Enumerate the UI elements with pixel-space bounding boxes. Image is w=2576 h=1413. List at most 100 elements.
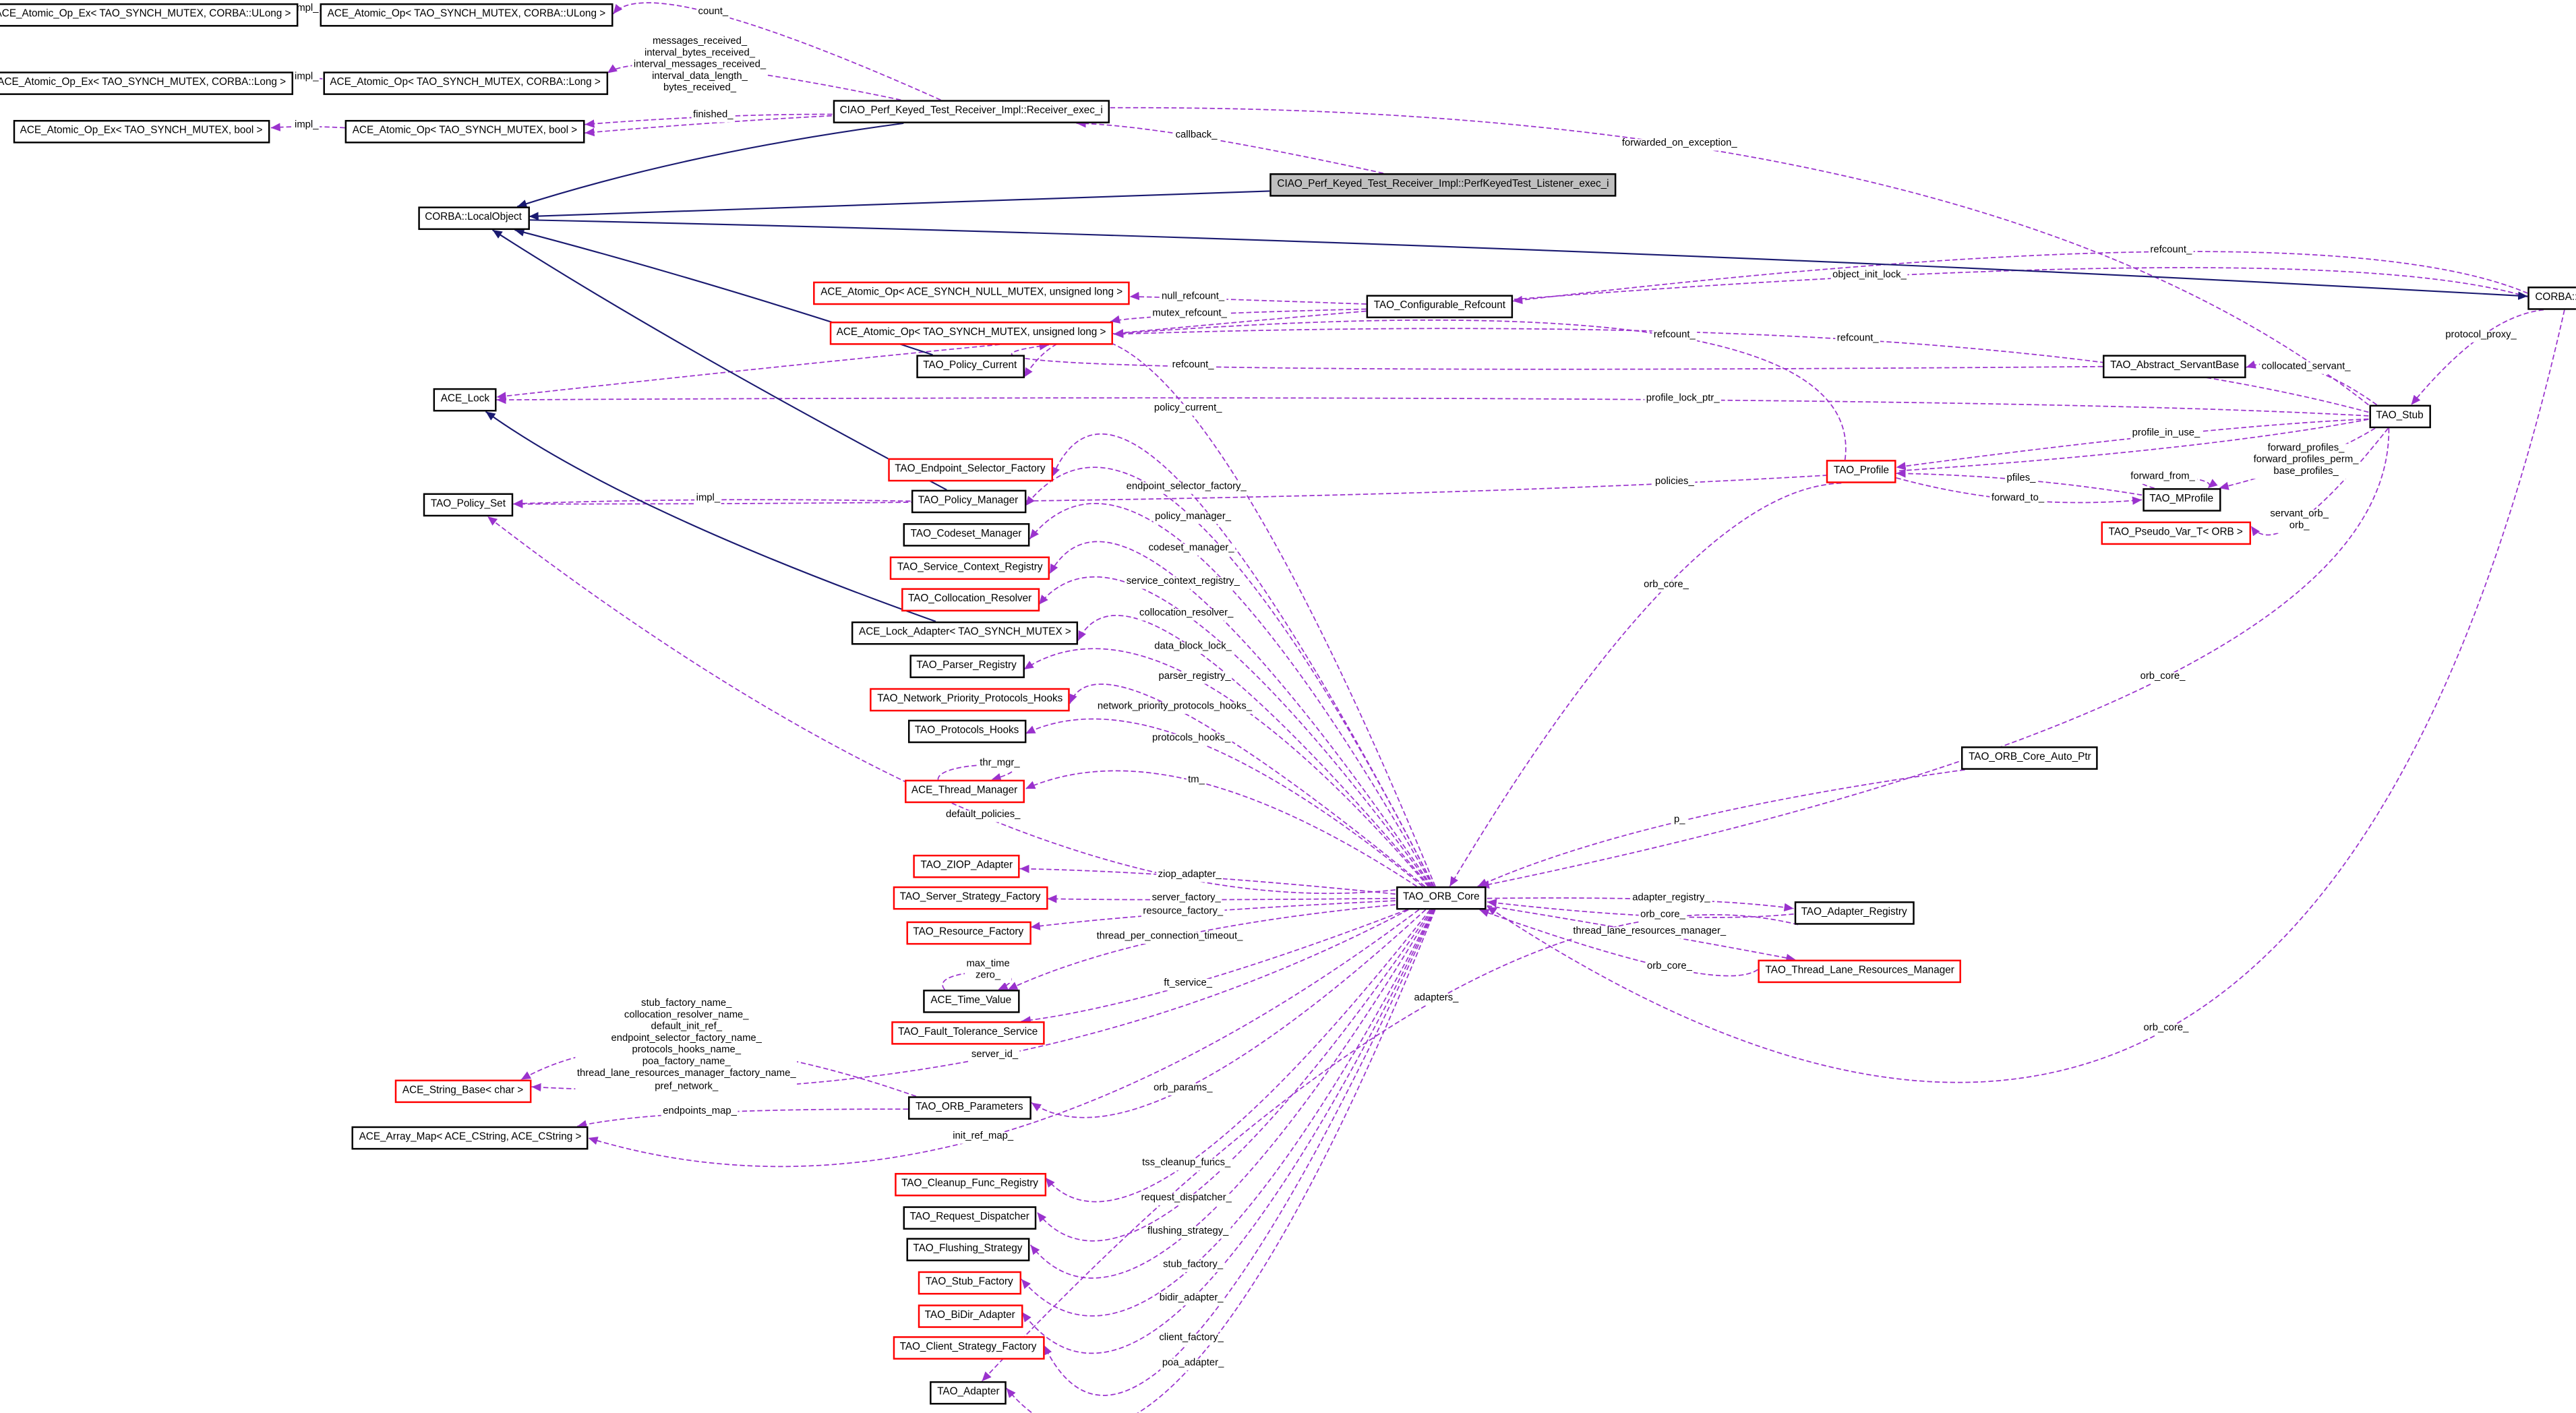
- class-node-ace-atomic-op-ulong[interactable]: ACE_Atomic_Op< TAO_SYNCH_MUTEX, CORBA::U…: [320, 3, 613, 26]
- edge-tao-orb-core-ace-lock-adapter: [1077, 615, 1431, 887]
- class-node-ace-string-base-char: ACE_String_Base< char >: [394, 1079, 531, 1103]
- edge-label-adapters: adapters_: [1412, 994, 1460, 1006]
- edge-label-init-ref-map: init_ref_map_: [951, 1132, 1015, 1144]
- class-node-tao-network-priority-protocols-hooks: TAO_Network_Priority_Protocols_Hooks: [870, 688, 1071, 711]
- class-node-tao-flushing-strategy[interactable]: TAO_Flushing_Strategy: [905, 1238, 1030, 1261]
- edge-tao-policy-manager-corba-localobject: [492, 229, 947, 491]
- class-node-tao-request-dispatcher[interactable]: TAO_Request_Dispatcher: [902, 1206, 1037, 1230]
- edge-tao-orb-parameters-ace-array-map: [576, 1108, 908, 1129]
- edge-ace-atomic-op-bool-ace-atomic-op-ex-bool: [270, 123, 345, 131]
- class-node-tao-thread-lane-resources-manager: TAO_Thread_Lane_Resources_Manager: [1758, 959, 1962, 983]
- class-node-tao-bidir-adapter: TAO_BiDir_Adapter: [917, 1304, 1023, 1328]
- class-node-tao-stub[interactable]: TAO_Stub: [2368, 404, 2431, 428]
- edge-label-tss-cleanup-funcs: tss_cleanup_funcs_: [1140, 1158, 1232, 1171]
- edge-label-forward-from: forward_from_: [2128, 472, 2197, 485]
- class-node-tao-orb-core-auto-ptr[interactable]: TAO_ORB_Core_Auto_Ptr: [1960, 746, 2099, 770]
- class-node-tao-ziop-adapter: TAO_ZIOP_Adapter: [913, 854, 1021, 878]
- class-node-tao-configurable-refcount[interactable]: TAO_Configurable_Refcount: [1366, 295, 1514, 318]
- class-node-ace-atomic-op-bool[interactable]: ACE_Atomic_Op< TAO_SYNCH_MUTEX, bool >: [345, 119, 585, 143]
- edge-label-refcount: refcount_: [1652, 330, 1698, 342]
- edge-label-impl: impl_: [293, 72, 320, 84]
- edge-tao-stub-tao-pseudo-var-t-orb: [2250, 427, 2389, 537]
- class-node-tao-codeset-manager[interactable]: TAO_Codeset_Manager: [903, 523, 1029, 546]
- edge-label-default-policies: default_policies_: [944, 810, 1022, 822]
- edge-tao-orb-core-tao-cleanup-func-registry: [1045, 909, 1431, 1203]
- class-node-ace-atomic-op-ex-ulong[interactable]: ACE_Atomic_Op_Ex< TAO_SYNCH_MUTEX, CORBA…: [0, 3, 299, 26]
- class-node-ace-atomic-op-ex-bool[interactable]: ACE_Atomic_Op_Ex< TAO_SYNCH_MUTEX, bool …: [12, 119, 270, 143]
- edge-listener-exec-i-corba-localobject: [529, 190, 1270, 220]
- edge-label-tm: tm_: [1186, 775, 1207, 787]
- edge-label-collocation-resolver: collocation_resolver_: [1137, 609, 1235, 621]
- edge-label-resource-factory: resource_factory_: [1141, 907, 1225, 920]
- edge-receiver-exec-i-corba-localobject: [516, 122, 904, 208]
- class-node-ace-atomic-op-ex-long[interactable]: ACE_Atomic_Op_Ex< TAO_SYNCH_MUTEX, CORBA…: [0, 71, 294, 95]
- class-node-tao-policy-manager[interactable]: TAO_Policy_Manager: [910, 489, 1026, 513]
- edge-tao-orb-core-tao-codeset-manager: [1029, 503, 1434, 887]
- class-node-tao-mprofile[interactable]: TAO_MProfile: [2142, 488, 2221, 512]
- class-node-receiver-exec-i[interactable]: CIAO_Perf_Keyed_Test_Receiver_Impl::Rece…: [832, 100, 1110, 123]
- class-node-tao-abstract-servantbase[interactable]: TAO_Abstract_ServantBase: [2103, 355, 2247, 378]
- edge-label-orb-core: orb_core_: [1645, 962, 1694, 974]
- edge-label-stub-factory-name: stub_factory_name_ collocation_resolver_…: [575, 999, 798, 1094]
- edge-label-thread-lane-resources-manager: thread_lane_resources_manager_: [1571, 927, 1728, 939]
- class-node-tao-server-strategy-factory: TAO_Server_Strategy_Factory: [892, 886, 1048, 909]
- class-node-ace-array-map[interactable]: ACE_Array_Map< ACE_CString, ACE_CString …: [351, 1126, 589, 1149]
- edge-corba-object-tao-stub: [2410, 309, 2544, 406]
- class-node-ace-lock[interactable]: ACE_Lock: [433, 388, 498, 411]
- class-node-tao-parser-registry[interactable]: TAO_Parser_Registry: [909, 655, 1024, 678]
- class-node-corba-localobject[interactable]: CORBA::LocalObject: [417, 206, 530, 230]
- edge-label-impl: impl_: [293, 121, 320, 133]
- edge-tao-orb-core-tao-endpoint-selector-factory: [1051, 433, 1435, 887]
- edge-label-refcount: refcount_: [2148, 245, 2194, 258]
- edge-label-profile-in-use: profile_in_use_: [2130, 429, 2202, 441]
- class-node-tao-adapter[interactable]: TAO_Adapter: [930, 1381, 1007, 1404]
- edge-tao-orb-core-tao-flushing-strategy: [1029, 909, 1433, 1279]
- class-node-tao-profile: TAO_Profile: [1826, 460, 1897, 483]
- class-node-corba-object[interactable]: CORBA::Object: [2527, 287, 2576, 309]
- edge-label-refcount: refcount_: [1170, 360, 1216, 373]
- edge-tao-orb-core-tao-resource-factory: [1030, 900, 1396, 930]
- class-node-tao-protocols-hooks[interactable]: TAO_Protocols_Hooks: [907, 719, 1027, 743]
- class-node-ace-thread-manager: ACE_Thread_Manager: [903, 779, 1025, 803]
- class-node-tao-policy-set[interactable]: TAO_Policy_Set: [423, 493, 514, 516]
- edge-label-endpoints-map: endpoints_map_: [661, 1107, 739, 1119]
- edge-tao-adapter-registry-tao-adapter: [981, 913, 1799, 1382]
- edge-label-ft-service: ft_service_: [1162, 978, 1214, 991]
- edge-label-server-factory: server_factory_: [1150, 893, 1223, 906]
- edge-label-parser-registry: parser_registry_: [1157, 672, 1233, 684]
- edge-tao-profile-tao-orb-core: [1449, 482, 1842, 887]
- edge-label-servant-orb: servant_orb_ orb_: [2268, 510, 2331, 534]
- class-node-ace-time-value[interactable]: ACE_Time_Value: [923, 990, 1019, 1013]
- edge-label-protocol-proxy: protocol_proxy_: [2443, 330, 2519, 342]
- edge-label-thread-per-connection-timeout: thread_per_connection_timeout_: [1095, 932, 1245, 944]
- edge-label-thr-mgr: thr_mgr_: [978, 758, 1022, 771]
- class-node-listener-exec-i: CIAO_Perf_Keyed_Test_Receiver_Impl::Perf…: [1269, 173, 1617, 196]
- class-node-tao-cleanup-func-registry: TAO_Cleanup_Func_Registry: [893, 1172, 1046, 1196]
- edge-label-flushing-strategy: flushing_strategy_: [1145, 1227, 1230, 1239]
- edge-label-forwarded-on-exception: forwarded_on_exception_: [1620, 139, 1739, 151]
- edge-label-null-refcount: null_refcount_: [1160, 292, 1226, 305]
- edge-tao-orb-parameters-ace-string-base-char: [520, 1045, 917, 1098]
- class-node-tao-orb-parameters[interactable]: TAO_ORB_Parameters: [907, 1096, 1031, 1120]
- edge-ace-lock-adapter-ace-lock: [485, 411, 936, 622]
- edge-tao-abstract-servantbase-ace-atomic-op-unsigned-long: [1011, 342, 2103, 370]
- edge-tao-thread-lane-resources-manager-tao-orb-core: [1478, 909, 1758, 977]
- edge-receiver-exec-i-ace-atomic-op-ulong: [612, 2, 941, 101]
- class-node-ace-lock-adapter[interactable]: ACE_Lock_Adapter< TAO_SYNCH_MUTEX >: [851, 621, 1079, 644]
- class-node-ace-atomic-op-long[interactable]: ACE_Atomic_Op< TAO_SYNCH_MUTEX, CORBA::L…: [322, 71, 608, 95]
- edge-label-network-priority-protocols-hooks: network_priority_protocols_hooks_: [1096, 702, 1254, 715]
- edge-tao-orb-core-tao-parser-registry: [1023, 648, 1429, 887]
- edge-tao-stub-ace-atomic-op-bool: [585, 107, 2369, 406]
- class-node-tao-adapter-registry[interactable]: TAO_Adapter_Registry: [1793, 901, 1915, 924]
- edge-label-orb-core: orb_core_: [1638, 910, 1687, 923]
- edge-corba-localobject-corba-object: [529, 219, 2528, 300]
- class-node-tao-orb-core[interactable]: TAO_ORB_Core: [1395, 886, 1487, 909]
- edge-label-data-block-lock: data_block_lock_: [1152, 642, 1234, 655]
- edge-label-collocated-servant: collocated_servant_: [2260, 362, 2352, 374]
- edge-label-orb-core: orb_core_: [2138, 672, 2187, 684]
- class-node-tao-policy-current[interactable]: TAO_Policy_Current: [916, 355, 1025, 378]
- edge-listener-exec-i-receiver-exec-i: [1076, 119, 1384, 174]
- class-node-tao-fault-tolerance-service: TAO_Fault_Tolerance_Service: [891, 1021, 1046, 1044]
